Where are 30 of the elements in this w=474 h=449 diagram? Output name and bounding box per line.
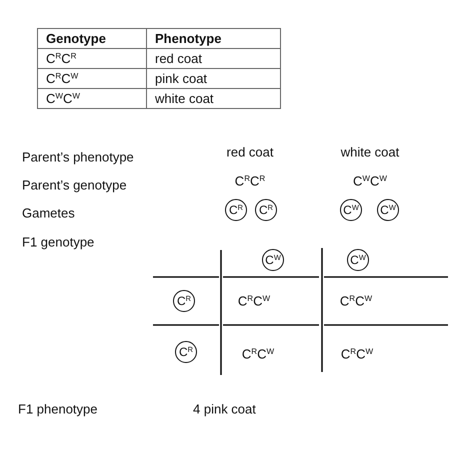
offspring-genotype: C$^{R}$C$^{W}$ bbox=[340, 346, 374, 362]
column-header: Phenotype bbox=[147, 29, 281, 49]
table-cell: red coat bbox=[147, 49, 281, 69]
gamete-circle: C$^{W}$ bbox=[262, 249, 284, 271]
column-header: Genotype bbox=[38, 29, 147, 49]
table-cell: pink coat bbox=[147, 69, 281, 89]
table-cell: C$^{R}$C$^{W}$ bbox=[38, 69, 147, 89]
row-heading: Gametes bbox=[22, 206, 75, 220]
gamete-circle: C$^{R}$ bbox=[225, 199, 247, 221]
genotype-value: C$^{W}$C$^{W}$ bbox=[353, 174, 387, 188]
row-heading: Parent’s phenotype bbox=[22, 150, 134, 164]
phenotype-result: 4 pink coat bbox=[193, 402, 256, 416]
offspring-genotype: C$^{R}$C$^{W}$ bbox=[242, 346, 274, 362]
gamete-circle: C$^{R}$ bbox=[175, 341, 197, 363]
genotype-value: C$^{R}$C$^{R}$ bbox=[234, 174, 266, 188]
gamete-circle: C$^{W}$ bbox=[347, 249, 369, 271]
offspring-genotype: C$^{R}$C$^{W}$ bbox=[340, 294, 372, 308]
table-cell: C$^{R}$C$^{R}$ bbox=[38, 49, 147, 69]
row-heading: F1 phenotype bbox=[18, 402, 98, 416]
gamete-circle: C$^{R}$ bbox=[173, 290, 195, 312]
gamete-circle: C$^{R}$ bbox=[255, 199, 277, 221]
gamete-circle: C$^{W}$ bbox=[340, 199, 362, 221]
row-heading: Parent’s genotype bbox=[22, 178, 127, 192]
row-heading: F1 genotype bbox=[22, 234, 94, 250]
phenotype-value: white coat bbox=[340, 144, 400, 160]
gamete-circle: C$^{W}$ bbox=[377, 199, 399, 221]
phenotype-value: red coat bbox=[226, 144, 274, 160]
offspring-genotype: C$^{R}$C$^{W}$ bbox=[238, 294, 270, 308]
table-cell: C$^{W}$C$^{W}$ bbox=[38, 89, 147, 109]
table-cell: white coat bbox=[147, 89, 281, 109]
